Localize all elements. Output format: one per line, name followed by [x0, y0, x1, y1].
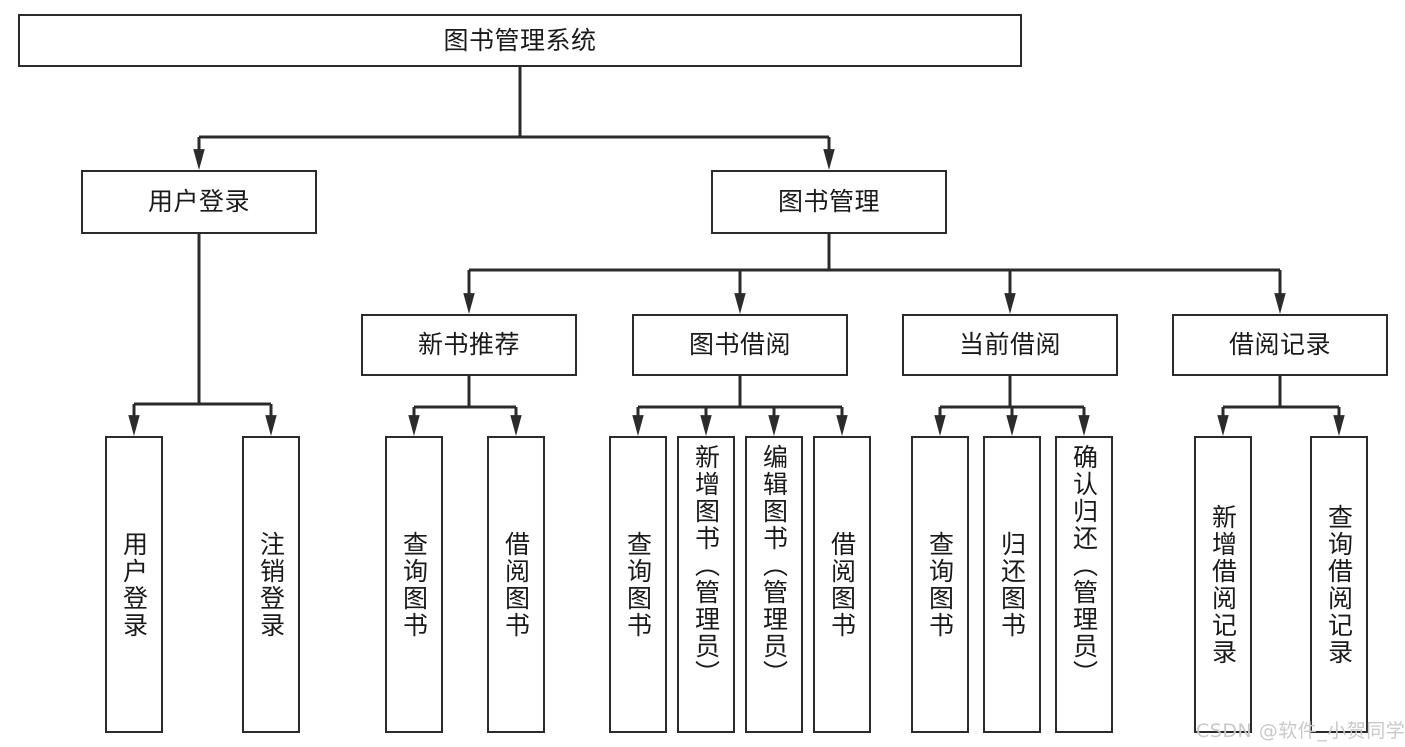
node-leaf-add-borrow-record[interactable]: 新增借阅记录 [1194, 436, 1252, 733]
node-label-leaf-borrow-book-1: 借阅图书 [501, 530, 531, 639]
node-leaf-user-login[interactable]: 用户登录 [105, 436, 163, 733]
node-leaf-confirm-return[interactable]: 确认归还（管理员） [1055, 436, 1113, 733]
arrow-head-level2-to-level3-0 [463, 293, 475, 314]
arrow-head-record-to-leaves-1 [1333, 415, 1345, 436]
node-leaf-query-book-1[interactable]: 查询图书 [385, 436, 443, 733]
node-leaf-query-book-2[interactable]: 查询图书 [609, 436, 667, 733]
node-book-management[interactable]: 图书管理 [711, 170, 947, 234]
node-borrow-record[interactable]: 借阅记录 [1172, 314, 1388, 376]
arrow-head-record-to-leaves-0 [1217, 415, 1229, 436]
node-leaf-borrow-book-1[interactable]: 借阅图书 [487, 436, 545, 733]
arrow-head-root-to-level2-1 [823, 149, 835, 170]
node-root[interactable]: 图书管理系统 [18, 14, 1022, 67]
arrow-head-borrow-to-leaves-1 [700, 415, 712, 436]
node-label-leaf-logout-login: 注销登录 [256, 530, 286, 639]
node-label-current-borrow: 当前借阅 [958, 330, 1061, 360]
node-label-leaf-add-borrow-record: 新增借阅记录 [1208, 503, 1238, 666]
arrow-head-recommend-to-leaves-1 [510, 415, 522, 436]
arrow-head-level2-to-level3-1 [734, 293, 746, 314]
node-label-leaf-query-book-1: 查询图书 [399, 530, 429, 639]
node-label-leaf-return-book: 归还图书 [997, 530, 1027, 639]
node-label-new-book-recommend: 新书推荐 [417, 330, 520, 360]
arrow-head-borrow-to-leaves-0 [632, 415, 644, 436]
node-label-leaf-query-book-2: 查询图书 [623, 530, 653, 639]
node-label-book-borrow: 图书借阅 [688, 330, 791, 360]
arrow-head-root-to-level2-0 [193, 149, 205, 170]
node-leaf-borrow-book-2[interactable]: 借阅图书 [813, 436, 871, 733]
node-leaf-query-book-3[interactable]: 查询图书 [911, 436, 969, 733]
arrow-head-borrow-to-leaves-2 [768, 415, 780, 436]
arrow-head-user-login-to-leaves-1 [265, 415, 277, 436]
arrow-head-level2-to-level3-2 [1004, 293, 1016, 314]
node-label-leaf-user-login: 用户登录 [119, 530, 149, 639]
arrow-head-borrow-to-leaves-3 [836, 415, 848, 436]
node-label-root: 图书管理系统 [443, 25, 597, 55]
node-label-borrow-record: 借阅记录 [1228, 330, 1331, 360]
node-label-leaf-query-book-3: 查询图书 [925, 530, 955, 639]
arrow-head-current-to-leaves-1 [1006, 415, 1018, 436]
node-label-leaf-add-book: 新增图书（管理员） [691, 444, 721, 687]
node-label-leaf-confirm-return: 确认归还（管理员） [1069, 444, 1099, 687]
node-label-leaf-borrow-book-2: 借阅图书 [827, 530, 857, 639]
node-user-login[interactable]: 用户登录 [81, 170, 317, 234]
arrow-head-current-to-leaves-0 [934, 415, 946, 436]
node-new-book-recommend[interactable]: 新书推荐 [361, 314, 577, 376]
node-leaf-query-borrow-record[interactable]: 查询借阅记录 [1310, 436, 1368, 733]
node-book-borrow[interactable]: 图书借阅 [632, 314, 848, 376]
node-current-borrow[interactable]: 当前借阅 [902, 314, 1118, 376]
arrow-head-user-login-to-leaves-0 [128, 415, 140, 436]
arrow-head-recommend-to-leaves-0 [408, 415, 420, 436]
node-label-user-login: 用户登录 [147, 187, 250, 217]
node-leaf-return-book[interactable]: 归还图书 [983, 436, 1041, 733]
watermark-text: CSDN @软件_小贺同学 [1196, 720, 1405, 742]
node-label-leaf-edit-book: 编辑图书（管理员） [759, 444, 789, 687]
node-leaf-logout-login[interactable]: 注销登录 [242, 436, 300, 733]
arrow-head-level2-to-level3-3 [1274, 293, 1286, 314]
arrow-head-current-to-leaves-2 [1078, 415, 1090, 436]
node-label-leaf-query-borrow-record: 查询借阅记录 [1324, 503, 1354, 666]
node-label-book-management: 图书管理 [777, 187, 880, 217]
node-leaf-edit-book[interactable]: 编辑图书（管理员） [745, 436, 803, 733]
node-leaf-add-book[interactable]: 新增图书（管理员） [677, 436, 735, 733]
